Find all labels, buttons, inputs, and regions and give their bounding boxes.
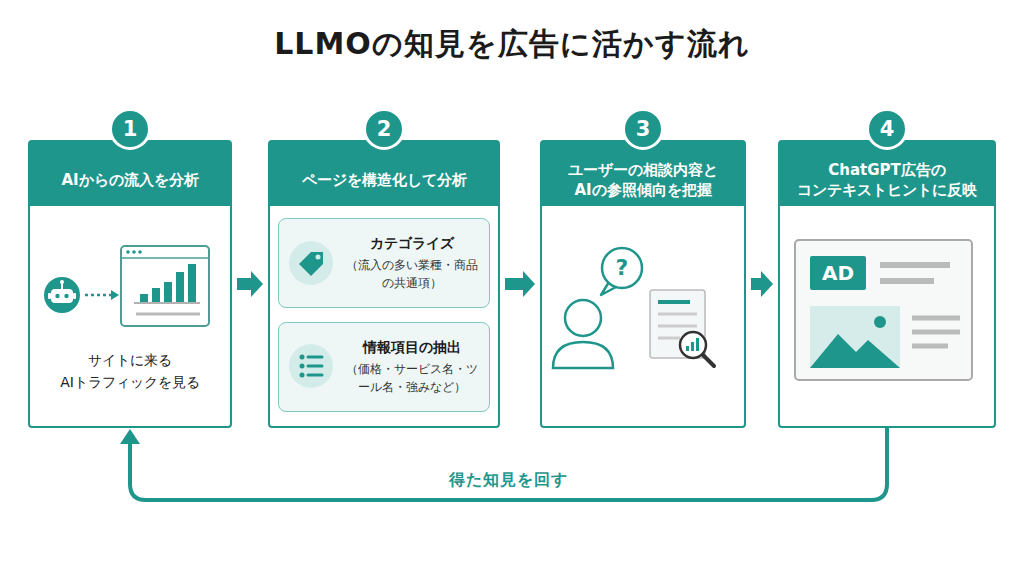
info-detail: （流入の多い業種・商品の共通項） (341, 256, 483, 292)
step-header: ChatGPT広告の コンテキストヒントに反映 (780, 142, 994, 206)
info-box: 情報項目の抽出（価格・サービス名・ツール名・強みなど） (278, 322, 490, 412)
step-header: ページを構造化して分析 (270, 142, 498, 206)
flow-arrow (237, 271, 263, 297)
info-title: カテゴライズ (370, 234, 454, 254)
arrow-head (251, 271, 263, 297)
step-header: ユーザーの相談内容と AIの参照傾向を把握 (542, 142, 744, 206)
step-card: 3ユーザーの相談内容と AIの参照傾向を把握 (540, 140, 746, 428)
step-number: 2 (363, 108, 405, 150)
step-card: 2ページを構造化して分析カテゴライズ（流入の多い業種・商品の共通項）情報項目の抽… (268, 140, 500, 428)
flow-arrow (120, 428, 887, 500)
feedback-line (130, 428, 887, 500)
step-card: 4ChatGPT広告の コンテキストヒントに反映 (778, 140, 996, 428)
info-title: 情報項目の抽出 (363, 338, 461, 358)
info-box: カテゴライズ（流入の多い業種・商品の共通項） (278, 218, 490, 308)
diagram-title: LLMOの知見を広告に活かす流れ (0, 24, 1024, 65)
step-number: 4 (866, 108, 908, 150)
arrow-shaft (751, 278, 761, 290)
edge-label: 得た知見を回す (359, 470, 659, 491)
flow-arrow (751, 271, 773, 297)
info-detail: （価格・サービス名・ツール名・強みなど） (341, 360, 483, 396)
arrow-shaft (505, 278, 523, 290)
info-text: 情報項目の抽出（価格・サービス名・ツール名・強みなど） (341, 323, 483, 411)
ad-text: AD (798, 260, 878, 286)
step-number: 3 (622, 108, 664, 150)
info-text: カテゴライズ（流入の多い業種・商品の共通項） (341, 219, 483, 307)
question-mark: ? (582, 254, 662, 283)
arrow-shaft (237, 278, 251, 290)
arrow-head (761, 271, 773, 297)
arrow-head (523, 271, 535, 297)
step-caption: サイトに来る AIトラフィックを見る (40, 350, 220, 393)
arrow-head (120, 429, 140, 444)
flow-arrow (505, 271, 535, 297)
step-number: 1 (109, 108, 151, 150)
step-card: 1AIからの流入を分析サイトに来る AIトラフィックを見る (28, 140, 232, 428)
step-header: AIからの流入を分析 (30, 142, 230, 206)
